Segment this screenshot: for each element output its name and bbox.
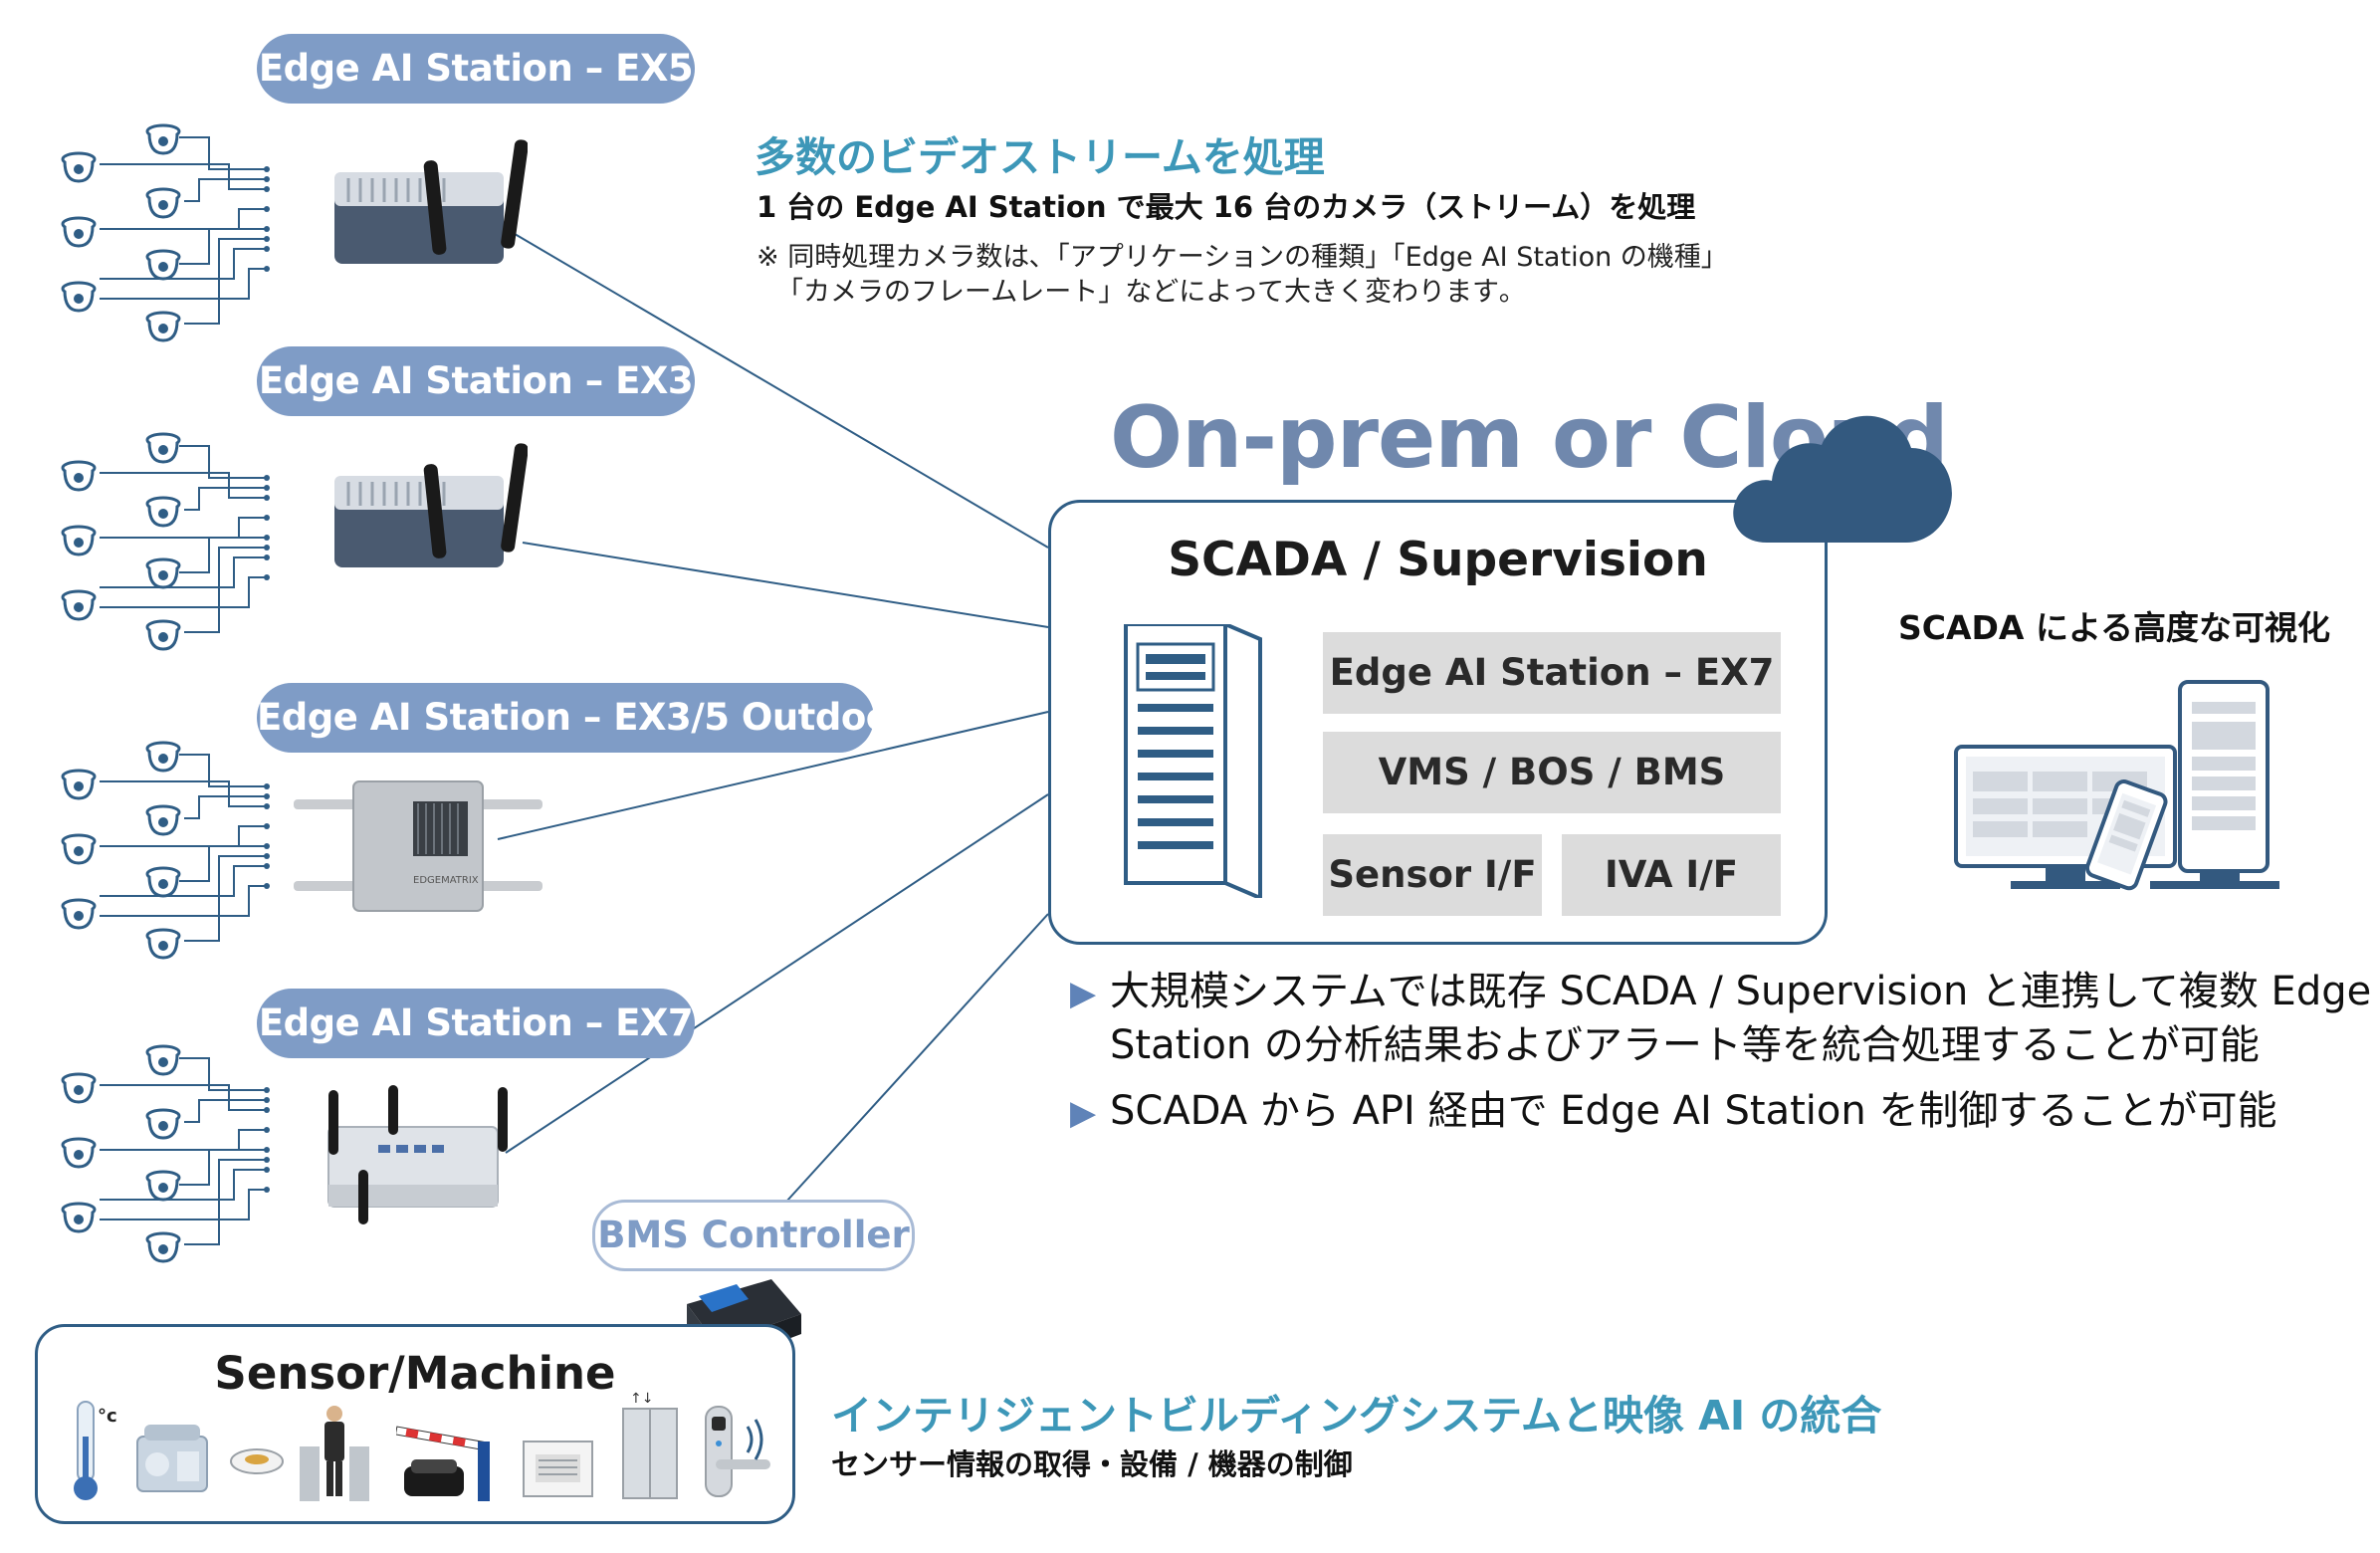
dome-camera-icon (144, 924, 182, 962)
dome-camera-icon (144, 428, 182, 466)
station-pill-ex3: Edge AI Station – EX3 (257, 346, 695, 416)
dome-camera-icon (144, 307, 182, 344)
scada-title: SCADA / Supervision (1168, 533, 1708, 587)
bullet-integration-line1: ▶大規模システムでは既存 SCADA / Supervision と連携して複数… (1070, 966, 2380, 1019)
dome-camera-icon (60, 1068, 98, 1106)
dome-camera-icon (144, 1166, 182, 1204)
dome-camera-icon (144, 800, 182, 838)
dome-camera-icon (60, 1133, 98, 1171)
bullet-api-control: ▶SCADA から API 経由で Edge AI Station を制御するこ… (1070, 1085, 2276, 1139)
station-pill-outdoor: Edge AI Station – EX3/5 Outdoor (257, 683, 909, 753)
scada-item-vms: VMS / BOS / BMS (1323, 732, 1781, 813)
camera-group (40, 418, 279, 657)
scada-item-ex7: Edge AI Station – EX7 (1323, 632, 1781, 714)
edge-box-ex3 (328, 438, 528, 587)
dome-camera-icon (144, 554, 182, 591)
visualization-label: SCADA による高度な可視化 (1898, 608, 2330, 647)
streams-line1: 1 台の Edge AI Station で最大 16 台のカメラ（ストリーム）… (757, 190, 1696, 224)
security-gate-icon (295, 1402, 374, 1510)
dome-camera-icon (144, 492, 182, 530)
edge-box-ex7 (319, 1085, 528, 1224)
dome-camera-icon (60, 894, 98, 932)
sensor-title: Sensor/Machine (214, 1347, 616, 1400)
streams-note2: 「カメラのフレームレート」などによって大きく変わります｡ (776, 277, 1513, 308)
scada-item-iva: IVA I/F (1562, 834, 1781, 916)
chiller-machine-icon (132, 1417, 212, 1505)
camera-group (40, 1030, 279, 1269)
thermometer-icon: °c (68, 1397, 122, 1510)
svg-text:EDGEMATRIX: EDGEMATRIX (413, 875, 479, 886)
dome-camera-icon (60, 277, 98, 315)
streams-heading: 多数のビデオストリームを処理 (755, 133, 1325, 181)
air-conditioner-icon (521, 1437, 595, 1505)
scada-panel: SCADA / Supervision Edge AI Station – EX… (1048, 500, 1828, 945)
dome-camera-icon (144, 1040, 182, 1078)
building-heading: インテリジェントビルディングシステムと映像 AI の統合 (831, 1392, 1882, 1440)
dome-camera-icon (144, 737, 182, 775)
dome-camera-icon (144, 1227, 182, 1265)
monitor-tablet-phone-icon (1951, 677, 2289, 910)
camera-group (40, 727, 279, 966)
ceiling-sensor-icon (227, 1442, 287, 1490)
station-pill-ex7: Edge AI Station – EX7 (257, 989, 695, 1058)
svg-text:°c: °c (98, 1406, 117, 1427)
bullet-integration-line2: Station の分析結果およびアラート等を統合処理することが可能 (1110, 1022, 2260, 1068)
edge-box-ex5 (328, 134, 528, 284)
dome-camera-icon (144, 1104, 182, 1142)
dome-camera-icon (144, 615, 182, 653)
dome-camera-icon (60, 765, 98, 802)
edge-box-outdoor: EDGEMATRIX (294, 772, 552, 921)
bms-controller-pill: BMS Controller (592, 1200, 915, 1271)
dome-camera-icon (60, 829, 98, 867)
dome-camera-icon (144, 183, 182, 221)
triangle-bullet-icon: ▶ (1070, 1093, 1097, 1133)
svg-text:↑↓: ↑↓ (630, 1391, 653, 1407)
camera-wiring (100, 754, 270, 942)
camera-group (40, 110, 279, 348)
dome-camera-icon (60, 456, 98, 494)
smart-door-lock-icon (698, 1402, 777, 1510)
streams-note1: ※ 同時処理カメラ数は､「アプリケーションの種類」「Edge AI Statio… (757, 242, 1728, 273)
parking-barrier-icon (394, 1412, 496, 1510)
dome-camera-icon (60, 521, 98, 558)
building-subtext: センサー情報の取得・設備 / 機器の制御 (831, 1447, 1353, 1481)
dome-camera-icon (144, 119, 182, 157)
station-pill-ex5: Edge AI Station – EX5 (257, 34, 695, 104)
dome-camera-icon (144, 245, 182, 283)
scada-item-sensor: Sensor I/F (1323, 834, 1542, 916)
sensor-machine-panel: Sensor/Machine °c (35, 1324, 795, 1524)
dome-camera-icon (60, 585, 98, 623)
camera-wiring (100, 1057, 270, 1245)
elevator-icon: ↑↓ (620, 1389, 680, 1507)
dome-camera-icon (60, 212, 98, 250)
dome-camera-icon (60, 147, 98, 185)
dome-camera-icon (60, 1198, 98, 1235)
server-rack-icon (1116, 622, 1265, 902)
cloud-icon (1727, 403, 1956, 556)
triangle-bullet-icon: ▶ (1070, 974, 1097, 1013)
dome-camera-icon (144, 862, 182, 900)
